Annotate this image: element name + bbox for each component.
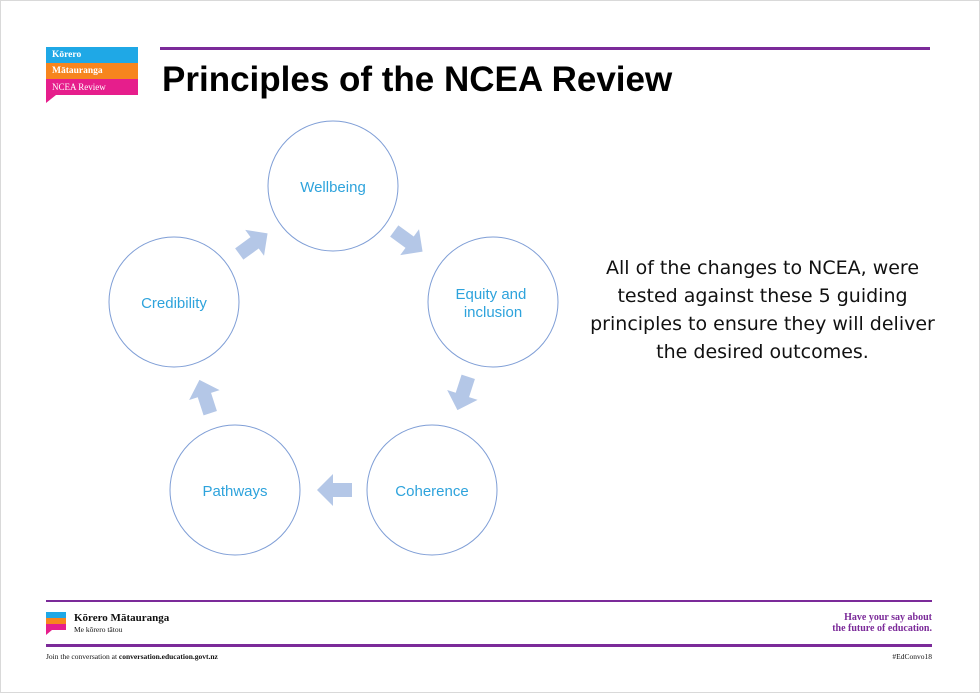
principle-equity-inclusion: Equity and inclusion [427, 236, 559, 368]
principle-label-line2: inclusion [464, 304, 522, 321]
footer-logo-mark [46, 612, 66, 635]
logo-line-3: NCEA Review [46, 79, 138, 95]
footer-join-prefix: Join the conversation at [46, 652, 119, 661]
arrow-right-down-icon [384, 218, 432, 265]
arrow-down-icon [442, 371, 484, 416]
footer-join-url[interactable]: conversation.education.govt.nz [118, 652, 218, 661]
footer-rule-top [46, 600, 932, 602]
principle-label: Credibility [141, 295, 207, 312]
title-rule [160, 47, 930, 50]
footer-tagline-line2: the future of education. [832, 623, 932, 634]
principle-label: Pathways [202, 483, 267, 500]
logo-line-2: Mātauranga [46, 63, 138, 79]
description-text: All of the changes to NCEA, were tested … [590, 257, 935, 363]
footer-join-text: Join the conversation at conversation.ed… [46, 652, 218, 661]
principle-pathways: Pathways [169, 424, 301, 556]
principle-label: Wellbeing [300, 179, 366, 196]
footer-logo-blue-bar [46, 612, 66, 618]
arrow-left-icon [317, 474, 352, 506]
footer-logo-subtitle: Me kōrero tātou [74, 625, 123, 634]
korero-logo: Kōrero Mātauranga NCEA Review [46, 47, 138, 103]
page-title: Principles of the NCEA Review [162, 60, 673, 99]
arrow-up-right-icon [229, 220, 277, 267]
footer-logo-tail [46, 630, 52, 635]
principle-label: Coherence [395, 483, 468, 500]
footer-logo-orange-bar [46, 618, 66, 624]
footer-hashtag: #EdConvo18 [892, 652, 932, 661]
footer-logo-title: Kōrero Mātauranga [74, 612, 170, 624]
logo-speech-tail [46, 95, 56, 103]
principle-label-line1: Equity and [455, 286, 526, 303]
arrow-up-icon [184, 374, 226, 419]
principles-cycle-diagram: Wellbeing Equity and inclusion Coherence… [108, 120, 559, 556]
footer-logo-pink-bar [46, 624, 66, 630]
logo-line-1: Kōrero [46, 47, 138, 63]
principle-coherence: Coherence [366, 424, 498, 556]
principle-wellbeing: Wellbeing [267, 120, 399, 252]
footer-tagline-line1: Have your say about [844, 612, 932, 623]
footer-tagline: Have your say about the future of educat… [832, 612, 932, 634]
principle-label: Equity and inclusion [455, 286, 530, 321]
principle-credibility: Credibility [108, 236, 240, 368]
footer-rule-bottom [46, 644, 932, 647]
